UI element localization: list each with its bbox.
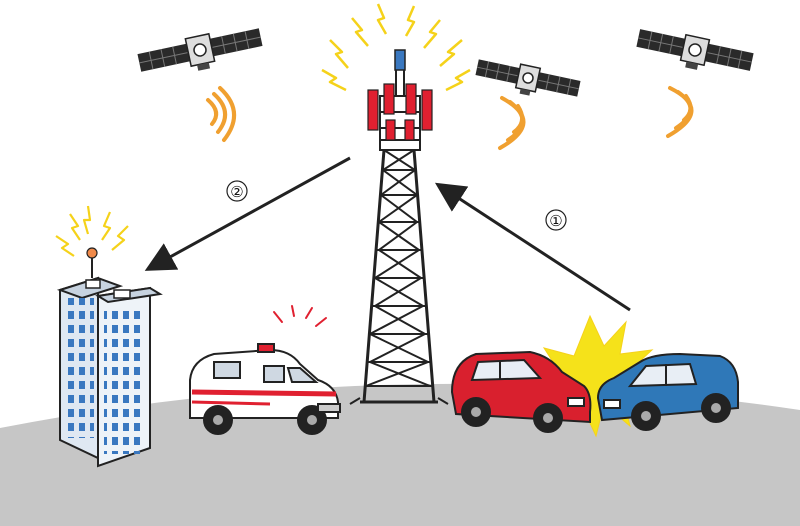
tower-signal-sparks xyxy=(321,3,471,92)
satellite-icon xyxy=(137,28,263,72)
building-sparks xyxy=(55,205,129,257)
satellite-signal xyxy=(206,86,237,142)
tower-antennas xyxy=(367,83,433,141)
building-icon xyxy=(56,247,163,468)
red-car-icon xyxy=(450,350,592,433)
satellite-icon xyxy=(475,59,581,97)
arrow-step-1 xyxy=(434,182,631,312)
step-1-label: ① xyxy=(545,209,567,231)
svg-text:②: ② xyxy=(230,184,243,201)
blue-car-icon xyxy=(596,352,739,431)
arrow-step-2 xyxy=(144,156,351,271)
ambulance-icon xyxy=(189,343,341,435)
satellite-signal xyxy=(666,86,694,138)
satellite-icon xyxy=(636,29,754,71)
satellite-signal xyxy=(498,96,526,150)
ambulance-siren-lines xyxy=(273,305,327,327)
step-2-label: ② xyxy=(226,180,248,202)
cell-tower-icon xyxy=(349,49,449,405)
svg-text:①: ① xyxy=(549,213,562,230)
